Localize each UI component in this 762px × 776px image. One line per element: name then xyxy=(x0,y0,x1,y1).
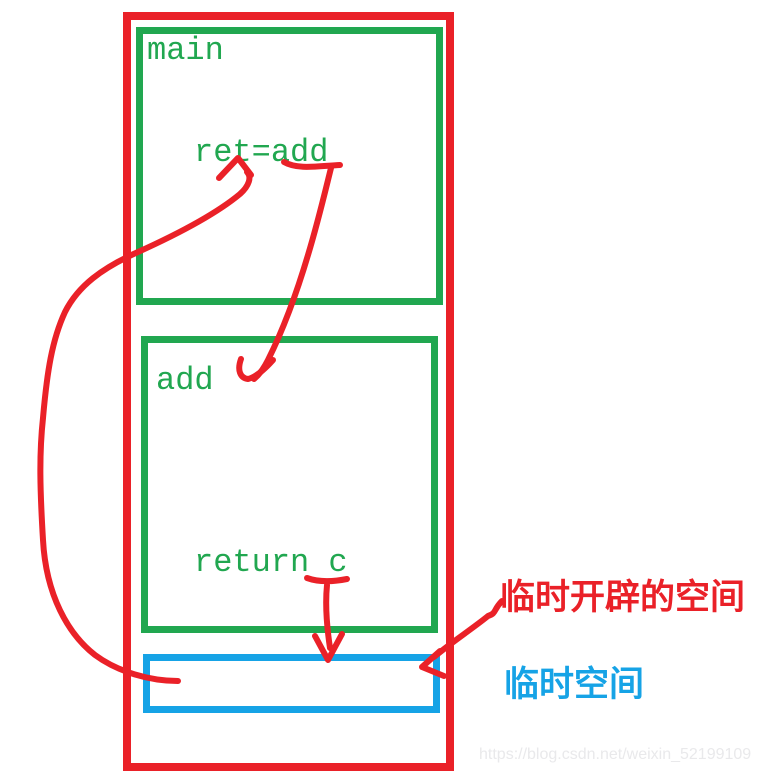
ret-assignment-label: ret=add xyxy=(194,134,329,171)
annotation-temp-created: 临时开辟的空间 xyxy=(500,578,746,617)
return-statement-label: return c xyxy=(194,544,348,581)
main-frame-label: main xyxy=(147,32,224,69)
annotation-temp-space: 临时空间 xyxy=(504,665,645,704)
temp-space-box xyxy=(143,654,440,713)
watermark-url: https://blog.csdn.net/weixin_52199109 xyxy=(479,746,752,763)
add-frame-label: add xyxy=(156,362,214,399)
